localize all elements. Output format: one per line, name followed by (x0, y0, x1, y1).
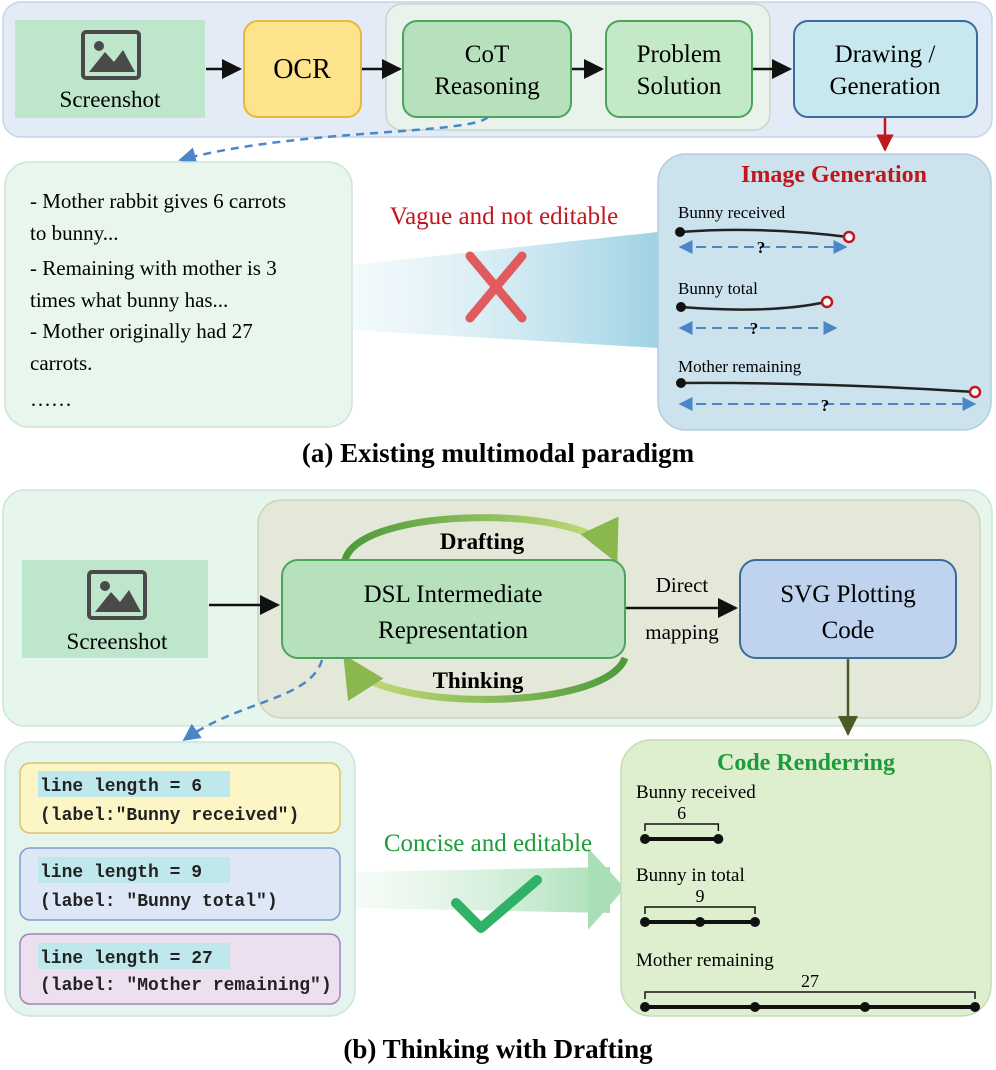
text-line-4: times what bunny has... (30, 288, 228, 312)
render-bracket (644, 991, 976, 999)
render-point (860, 1002, 870, 1012)
render-point (640, 917, 650, 927)
code-line-2: line length = 9 (40, 863, 202, 883)
ig-question-mark: ? (750, 319, 759, 338)
arrow-cot-to-text-dashed (178, 115, 489, 165)
thinking-label: Thinking (433, 668, 524, 693)
text-line-7: …… (30, 387, 72, 411)
cot-label-line2: Reasoning (434, 73, 540, 100)
connector-wedge-b-head (588, 848, 625, 930)
cot-reasoning-node: CoT Reasoning (402, 20, 572, 118)
cot-label-line1: CoT (465, 41, 509, 68)
ig-start-dot (675, 227, 685, 237)
render-row-label: Mother remaining (636, 950, 774, 971)
screenshot-node-a: Screenshot (15, 20, 205, 118)
screenshot-node-b: Screenshot (22, 560, 208, 658)
render-bracket (644, 906, 756, 914)
svg-label-line1: SVG Plotting (780, 581, 916, 608)
ig-start-dot (676, 302, 686, 312)
connector-wedge-a (352, 232, 658, 348)
screenshot-label-b: Screenshot (67, 629, 169, 654)
ig-label-bunny-received: Bunny received (678, 203, 786, 222)
image-generation-title: Image Generation (741, 162, 927, 188)
render-point (640, 834, 650, 844)
ocr-node: OCR (243, 20, 362, 118)
code-label-2: (label: "Bunny total") (40, 892, 278, 912)
arrow-dsl-to-code-dashed (182, 659, 324, 742)
ig-question-mark: ? (757, 238, 766, 257)
drawing-label-line1: Drawing / (835, 41, 936, 68)
render-point (750, 1002, 760, 1012)
ig-question-mark: ? (821, 396, 830, 415)
text-line-6: carrots. (30, 351, 92, 375)
problem-solution-node: Problem Solution (605, 20, 753, 118)
drafting-loop-arrow (341, 514, 619, 564)
mapping-label-line2: mapping (645, 620, 719, 644)
render-value-label: 6 (677, 803, 686, 823)
image-generation-panel: Image Generation Bunny received ? Bunny … (657, 153, 992, 431)
ig-line-bunny-received (679, 228, 849, 239)
svg-label-line2: Code (822, 617, 875, 644)
ig-line-mother-remaining (680, 381, 976, 394)
render-point (695, 917, 705, 927)
screenshot-label-a: Screenshot (60, 87, 162, 112)
code-rendering-title: Code Renderring (717, 750, 895, 776)
drawing-label-line2: Generation (829, 73, 941, 100)
ig-end-marker (842, 230, 856, 244)
render-point (970, 1002, 980, 1012)
ig-end-marker (968, 385, 982, 399)
text-line-5: - Mother originally had 27 (30, 319, 253, 343)
verdict-vague: Vague and not editable (390, 203, 618, 230)
ig-label-bunny-total: Bunny total (678, 279, 758, 298)
drawing-generation-node: Drawing / Generation (793, 20, 978, 118)
render-row-label: Bunny received (636, 782, 756, 803)
dsl-node: DSL Intermediate Representation (281, 559, 626, 659)
reasoning-text-box: - Mother rabbit gives 6 carrots to bunny… (4, 161, 353, 428)
code-label-1: (label:"Bunny received") (40, 806, 299, 826)
verdict-concise: Concise and editable (384, 830, 592, 857)
dsl-label-line2: Representation (378, 617, 528, 644)
text-line-2: to bunny... (30, 221, 118, 245)
text-line-1: - Mother rabbit gives 6 carrots (30, 189, 286, 213)
ig-start-dot (676, 378, 686, 388)
render-point (750, 917, 760, 927)
render-value-label: 27 (801, 971, 819, 991)
code-label-3: (label: "Mother remaining") (40, 976, 332, 996)
render-bracket (644, 823, 720, 831)
connector-wedge-b (356, 867, 610, 913)
ocr-label: OCR (273, 54, 331, 85)
cross-icon (465, 251, 527, 323)
checkmark-icon (451, 875, 542, 933)
problem-label-line1: Problem (637, 41, 722, 68)
code-block-bunny-received: line length = 6 (label:"Bunny received") (19, 762, 341, 834)
render-row-label: Bunny in total (636, 865, 745, 886)
mapping-label-line1: Direct (656, 573, 709, 597)
ig-line-bunny-total (680, 300, 827, 311)
render-point (713, 834, 724, 844)
caption-a: (a) Existing multimodal paradigm (302, 438, 695, 468)
render-point (640, 1002, 650, 1012)
ig-label-mother-remaining: Mother remaining (678, 357, 802, 376)
render-value-label: 9 (696, 886, 705, 906)
ig-end-marker (820, 295, 834, 309)
dsl-label-line1: DSL Intermediate (364, 581, 543, 608)
code-block-bunny-total: line length = 9 (label: "Bunny total") (19, 847, 341, 921)
caption-b: (b) Thinking with Drafting (343, 1034, 653, 1064)
code-line-3: line length = 27 (40, 949, 213, 969)
problem-label-line2: Solution (637, 73, 722, 100)
code-line-1: line length = 6 (40, 777, 202, 797)
drafting-label: Drafting (440, 529, 525, 554)
thinking-loop-arrow (343, 654, 629, 703)
svg-plotting-node: SVG Plotting Code (739, 559, 957, 659)
text-line-3: - Remaining with mother is 3 (30, 256, 277, 280)
code-block-mother-remaining: line length = 27 (label: "Mother remaini… (19, 933, 341, 1005)
